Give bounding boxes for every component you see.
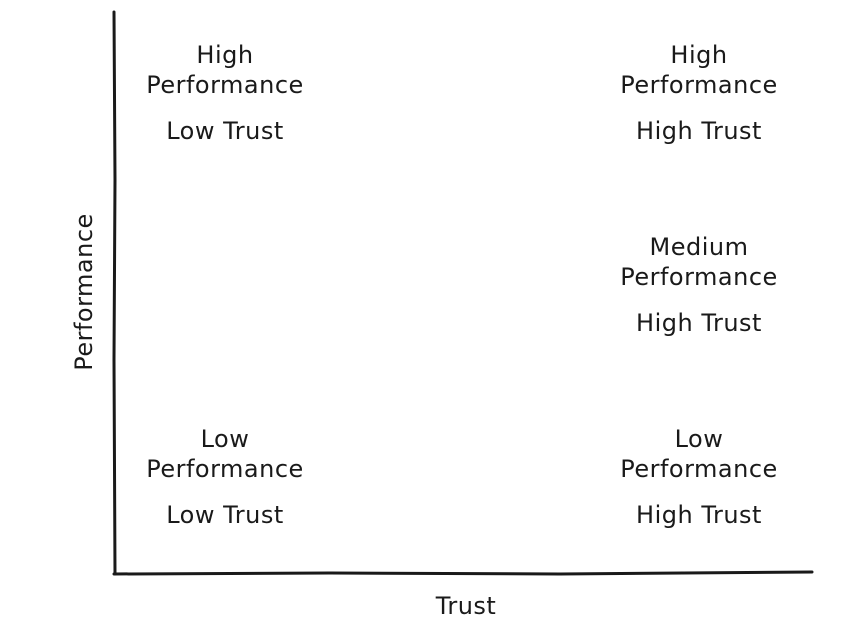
cell-low-performance-high-trust: Low Performance High Trust (584, 424, 814, 530)
trust-level: High Trust (636, 309, 762, 337)
y-axis-line (112, 10, 117, 576)
y-axis-label: Performance (70, 213, 98, 371)
performance-level: Low (674, 425, 724, 453)
x-axis-line (112, 570, 814, 576)
performance-word: Performance (620, 71, 778, 99)
cell-medium-performance-high-trust: Medium Performance High Trust (584, 232, 814, 338)
performance-level: Low (200, 425, 250, 453)
trust-level: Low Trust (166, 117, 284, 145)
cell-low-performance-low-trust: Low Performance Low Trust (110, 424, 340, 530)
trust-level: High Trust (636, 117, 762, 145)
performance-word: Performance (146, 71, 304, 99)
performance-word: Performance (146, 455, 304, 483)
trust-level: High Trust (636, 501, 762, 529)
performance-word: Performance (620, 263, 778, 291)
x-axis-label: Trust (435, 592, 497, 620)
trust-level: Low Trust (166, 501, 284, 529)
cell-high-performance-low-trust: High Performance Low Trust (110, 40, 340, 146)
cell-high-performance-high-trust: High Performance High Trust (584, 40, 814, 146)
performance-level: High (196, 41, 254, 69)
performance-level: Medium (649, 233, 749, 261)
performance-word: Performance (620, 455, 778, 483)
performance-level: High (670, 41, 728, 69)
